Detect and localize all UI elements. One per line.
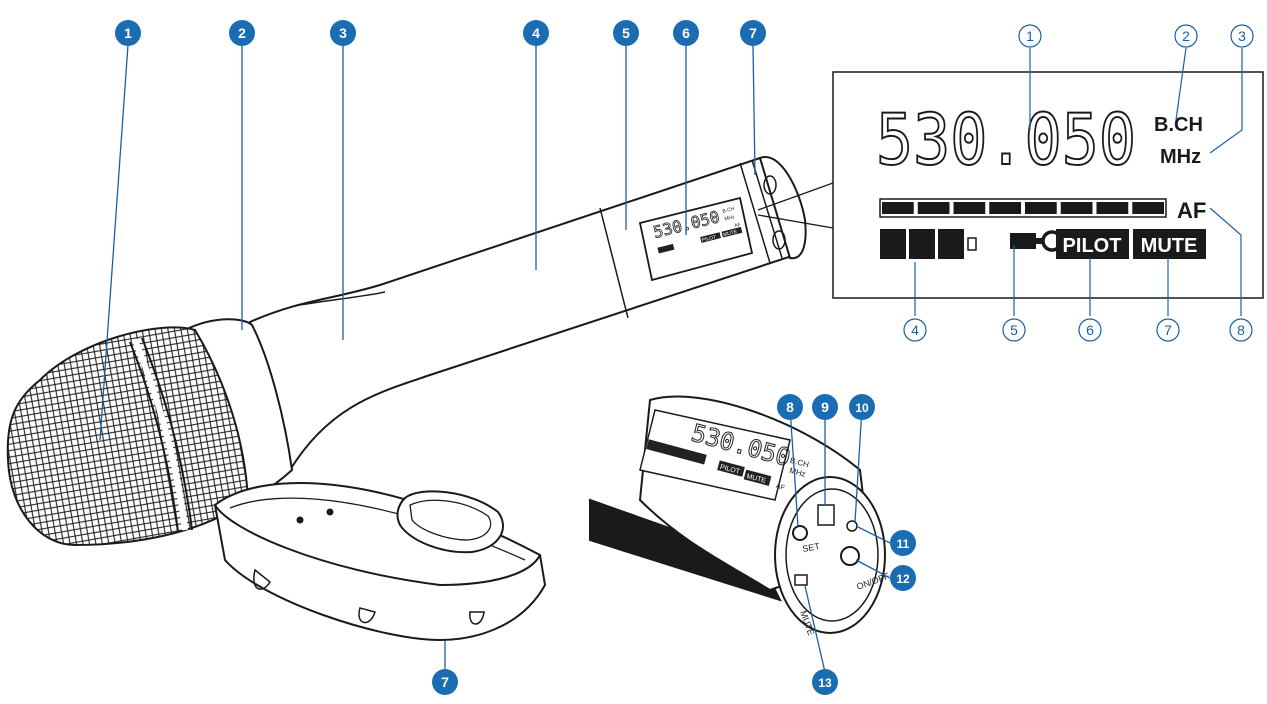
callout-3-label: 3 [339,25,347,41]
callout-9-label: 9 [821,399,829,415]
callout-12-label: 12 [896,572,910,586]
display-callout-7-label: 7 [1164,322,1172,338]
pilot-indicator [1056,229,1129,259]
af-meter-segment [989,202,1021,214]
mini-af: AF [734,222,742,229]
display-callout-2: 2 [1174,24,1198,48]
end-cap-face [774,476,886,634]
zoom-lines [757,182,834,229]
af-meter-segment [882,202,914,214]
display-callout-5-label: 5 [1010,322,1018,338]
battery-tip [967,237,977,251]
onoff-button[interactable] [840,546,860,566]
display-callout-8: 8 [1229,318,1253,342]
battery-bar [938,229,964,259]
callout-7-cap: 7 [432,669,458,695]
set-button[interactable] [792,525,808,541]
callout-1: 1 [115,20,141,46]
display-pilot-label: PILOT [1063,235,1122,257]
display-callout-1: 1 [1018,24,1042,48]
mute-switch[interactable] [794,574,808,586]
callout-5: 5 [613,20,639,46]
detail-callout-lines [789,407,891,673]
callout-7-cap-label: 7 [441,674,449,690]
af-meter-segment [1025,202,1057,214]
battery-bar [880,229,906,259]
mini-unit: MHz [724,214,736,222]
battery-cap [213,482,547,642]
callout-2: 2 [229,20,255,46]
display-callout-lines [914,47,1243,316]
mute-indicator [1133,229,1206,259]
callout-7-label: 7 [749,25,757,41]
display-callout-6: 6 [1078,318,1102,342]
display-callout-3-label: 3 [1238,28,1246,44]
display-mute-label: MUTE [1141,235,1198,257]
display-unit: MHz [1160,146,1201,168]
callout-2-label: 2 [238,25,246,41]
detail-af: AF [775,483,785,492]
detail-mute: MUTE [746,473,767,485]
display-callout-7: 7 [1156,318,1180,342]
callout-6: 6 [673,20,699,46]
set-label: SET [802,541,821,554]
battery-icon [880,229,977,259]
callout-11: 11 [890,530,916,556]
callout-9: 9 [812,394,838,420]
lock-key-icon [1010,230,1063,252]
mini-mute: MUTE [723,229,739,238]
display-frequency: 530.050 [876,99,1136,181]
callout-5-label: 5 [622,25,630,41]
callout-7: 7 [740,20,766,46]
af-meter-segment [953,202,986,214]
display-callout-4-label: 4 [911,322,919,338]
callout-13-label: 13 [818,676,832,690]
callout-3: 3 [330,20,356,46]
detail-callout-badges: 8 9 10 11 12 13 [777,394,916,695]
callout-12: 12 [890,565,916,591]
power-led [846,520,858,532]
display-callout-1-label: 1 [1026,28,1034,44]
callout-1-label: 1 [124,25,132,41]
display-callouts: 1 2 3 4 5 6 7 8 [903,24,1254,342]
callout-4-label: 4 [532,25,540,41]
callout-10: 10 [849,394,875,420]
arrow-buttons[interactable] [817,504,835,526]
mini-bank-channel: B.CH [722,206,735,215]
af-meter-segment [1096,202,1129,214]
display-callout-6-label: 6 [1086,322,1094,338]
display-frame [832,71,1264,299]
callout-10-label: 10 [855,401,869,415]
af-meter-segment [1132,202,1164,214]
main-callout-badges: 1 2 3 4 5 6 7 7 [115,20,766,695]
display-bank-channel: B.CH [1154,114,1203,136]
callout-8: 8 [777,394,803,420]
callout-4: 4 [523,20,549,46]
mini-pilot: PILOT [701,234,716,243]
display-callout-8-label: 8 [1237,322,1245,338]
display-callout-3: 3 [1230,24,1254,48]
af-meter-segment [1060,202,1093,214]
battery-cover-cap [758,155,807,260]
af-meter-segment [917,202,950,214]
callout-8-label: 8 [786,399,794,415]
microphone-grille [6,326,250,547]
display-callout-2-label: 2 [1182,28,1190,44]
transmitter-bottom-detail: 530.050 B.CH MHz PILOT MUTE AF [589,395,886,634]
callout-11-label: 11 [897,537,910,551]
callout-6-label: 6 [682,25,690,41]
battery-bar [909,229,935,259]
display-af-label: AF [1177,198,1206,223]
detail-unit: MHz [788,466,806,479]
af-meter [879,198,1167,218]
display-callout-5: 5 [1002,318,1026,342]
handle-mini-display: 530.050 B.CH MHz AF PILOT MUTE [638,196,754,282]
zoomed-display: 530.050 B.CH MHz AF PILOT MUTE [832,71,1264,299]
callout-13: 13 [812,669,838,695]
main-callout-lines [99,44,756,670]
display-callout-4: 4 [903,318,927,342]
